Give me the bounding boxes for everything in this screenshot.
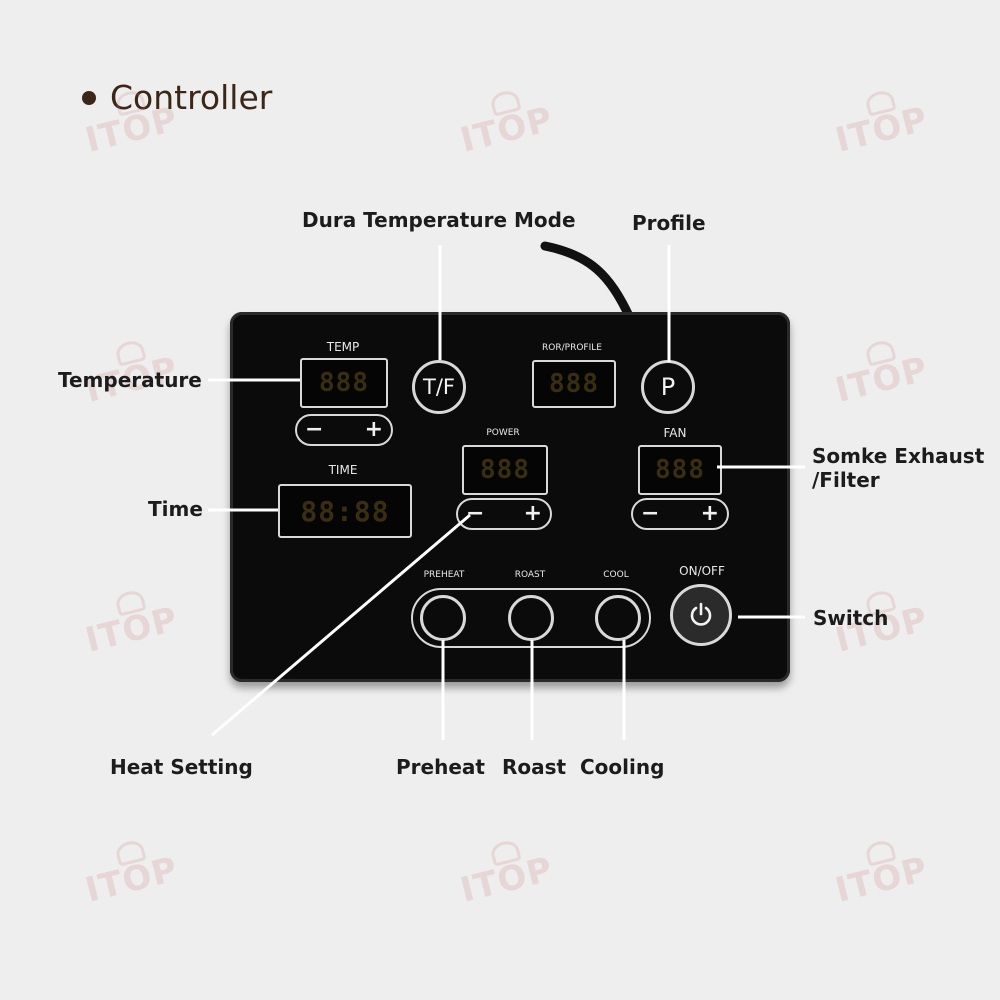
roast-label: ROAST [514,570,546,580]
temp-plus-button[interactable]: + [364,417,383,442]
fan-display: 888 [638,445,722,495]
callout-preheat: Preheat [396,755,485,779]
time-label: TIME [328,463,358,477]
cool-label: COOL [603,570,629,580]
temp-minus-button[interactable]: − [305,417,324,442]
ror-profile-label: ROR/PROFILE [542,343,602,353]
callout-time: Time [148,497,203,521]
temp-adjuster: − + [295,414,393,446]
callout-smoke-exhaust: Somke Exhaust /Filter [812,444,984,492]
power-icon [690,602,712,626]
fan-minus-button[interactable]: − [641,501,660,526]
fan-adjuster: − + [631,498,729,530]
controller-device: TEMP 888 − + TIME 88:88 T/F ROR/PROFILE … [230,312,790,682]
power-minus-button[interactable]: − [466,501,485,526]
power-adjuster: − + [456,498,552,530]
temp-display: 888 [300,358,388,408]
callout-smoke-line1: Somke Exhaust [812,444,985,468]
callout-switch: Switch [813,606,889,630]
callout-roast: Roast [502,755,567,779]
fan-plus-button[interactable]: + [700,501,719,526]
callout-dura-temperature-mode: Dura Temperature Mode [302,208,576,232]
bullet-icon [82,90,96,105]
power-display: 888 [462,445,548,495]
cool-button[interactable] [595,595,641,641]
time-display: 88:88 [278,484,412,538]
fan-label: FAN [663,426,687,440]
power-plus-button[interactable]: + [523,501,542,526]
callout-profile: Profile [632,211,706,235]
tf-button[interactable]: T/F [412,360,466,414]
onoff-label: ON/OFF [679,564,725,578]
temp-label: TEMP [326,340,360,354]
preheat-label: PREHEAT [423,570,465,580]
power-label: POWER [486,428,520,438]
ror-profile-display: 888 [532,360,616,408]
roast-button[interactable] [508,595,554,641]
callout-smoke-line2: /Filter [812,468,880,492]
power-switch-button[interactable] [670,584,732,646]
callout-temperature: Temperature [58,368,202,392]
callout-cooling: Cooling [580,755,665,779]
preheat-button[interactable] [420,595,466,641]
callout-heat-setting: Heat Setting [110,755,253,779]
